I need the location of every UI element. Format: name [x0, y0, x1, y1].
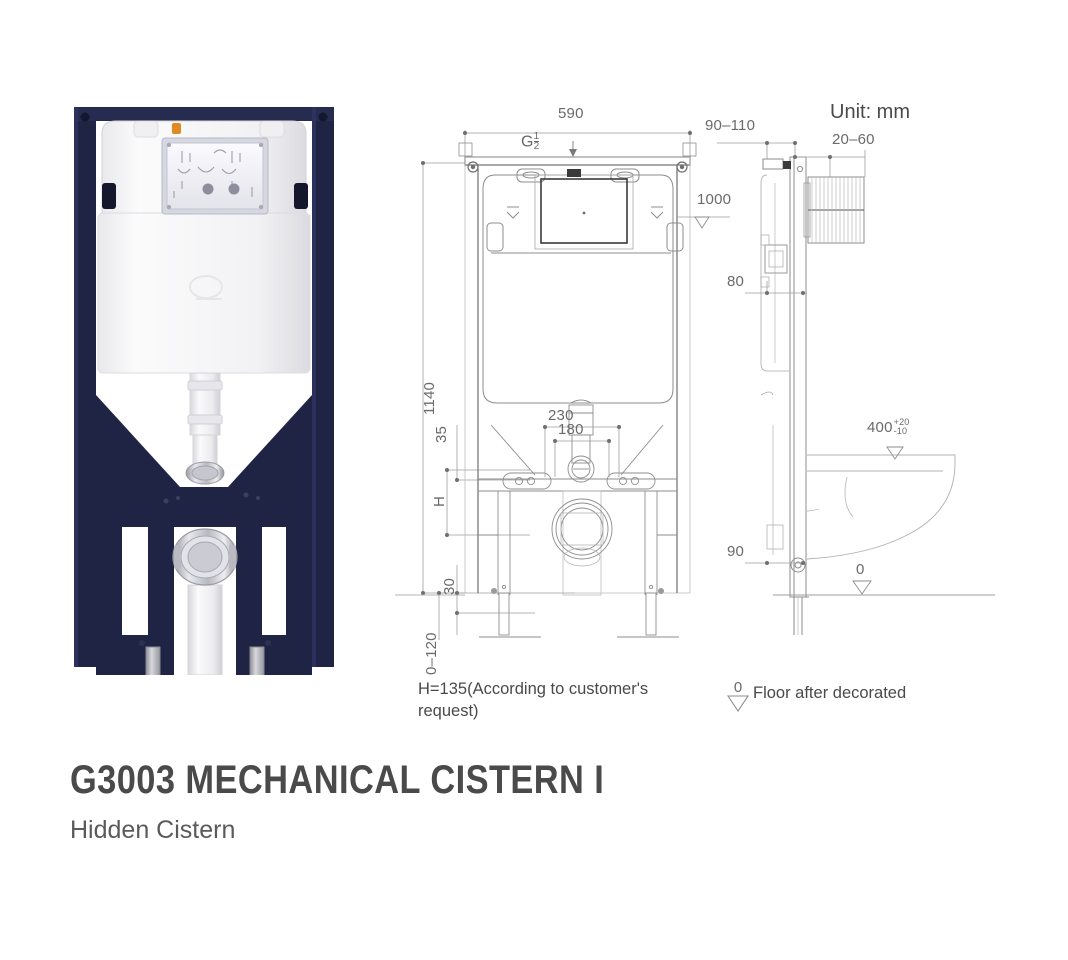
product-title: G3003 MECHANICAL CISTERN I [70, 758, 605, 802]
dim-label-80: 80 [727, 273, 745, 290]
frame-braces [96, 395, 312, 487]
product-photo [62, 95, 362, 675]
dim-label-0-120: 0–120 [423, 632, 440, 675]
inspection-panel [161, 137, 269, 215]
dim-label-400: 400+20-10 [867, 418, 910, 437]
thread-denominator: 2 [533, 141, 540, 152]
tol-upper: +20 [893, 417, 910, 428]
technical-drawing: 590 1140 1000 90–110 20–60 80 90 230 180… [395, 95, 995, 675]
dim-label-35: 35 [433, 425, 450, 443]
bracket-right [294, 183, 308, 209]
level-400-marker [886, 446, 904, 460]
dim-label-590: 590 [558, 105, 584, 122]
dim-lines-left-detail [438, 425, 575, 640]
product-photo-illustration [74, 107, 334, 675]
dim-label-zero-right: 0 [856, 561, 865, 578]
drawing-notes: H=135(According to customer's request) 0… [418, 678, 978, 728]
dim-400-value: 400 [867, 419, 893, 436]
dim-label-30: 30 [441, 577, 458, 595]
side-dim-lines [717, 142, 866, 564]
frame-structure [74, 107, 334, 667]
outlet-pipe-upper [187, 372, 223, 476]
front-view-frame [458, 142, 697, 594]
front-view-cistern [482, 168, 684, 404]
dim-lines-top [464, 130, 691, 157]
pipe-coupling-upper [185, 461, 225, 485]
level-1000-marker [677, 216, 730, 229]
dim-lines-230-180 [544, 425, 620, 477]
waste-outlet-coupling [172, 528, 238, 675]
tol-lower: -10 [893, 426, 908, 437]
dim-label-1000: 1000 [697, 191, 732, 208]
adjustable-feet [139, 640, 271, 675]
thread-numerator: 1 [533, 131, 540, 142]
thread-letter: G [521, 133, 534, 151]
dim-lines-left [422, 162, 465, 594]
level-0-marker [852, 580, 872, 595]
unit-label: Unit: mm [830, 101, 910, 123]
mid-crossbar [96, 487, 312, 515]
dim-label-H: H [431, 495, 448, 507]
floor-level-symbol-icon: 0 [726, 679, 750, 712]
dim-label-230: 230 [548, 407, 574, 424]
front-view-flushpipe [567, 399, 595, 483]
bracket-left [102, 183, 116, 209]
dim-label-90: 90 [727, 543, 745, 560]
dim-400-tolerance: +20-10 [894, 418, 910, 436]
dim-label-1140: 1140 [421, 381, 438, 415]
front-view-waste-outlet [551, 490, 613, 596]
fill-valve-indicator [172, 123, 181, 134]
svg-text:0: 0 [734, 679, 742, 696]
thread-leader [569, 141, 577, 157]
toilet-bowl-outline [806, 454, 956, 560]
product-subtitle: Hidden Cistern [70, 816, 236, 844]
front-view-legs [478, 491, 679, 638]
note-floor: Floor after decorated [753, 684, 907, 702]
dim-label-180: 180 [558, 421, 584, 438]
title-block: G3003 MECHANICAL CISTERN I Hidden Cister… [70, 758, 870, 844]
dim-label-20-60: 20–60 [832, 131, 875, 148]
note-height: H=135(According to customer's request) [418, 680, 649, 720]
dim-label-90-110: 90–110 [705, 117, 756, 134]
drawing-vectors [395, 130, 995, 640]
